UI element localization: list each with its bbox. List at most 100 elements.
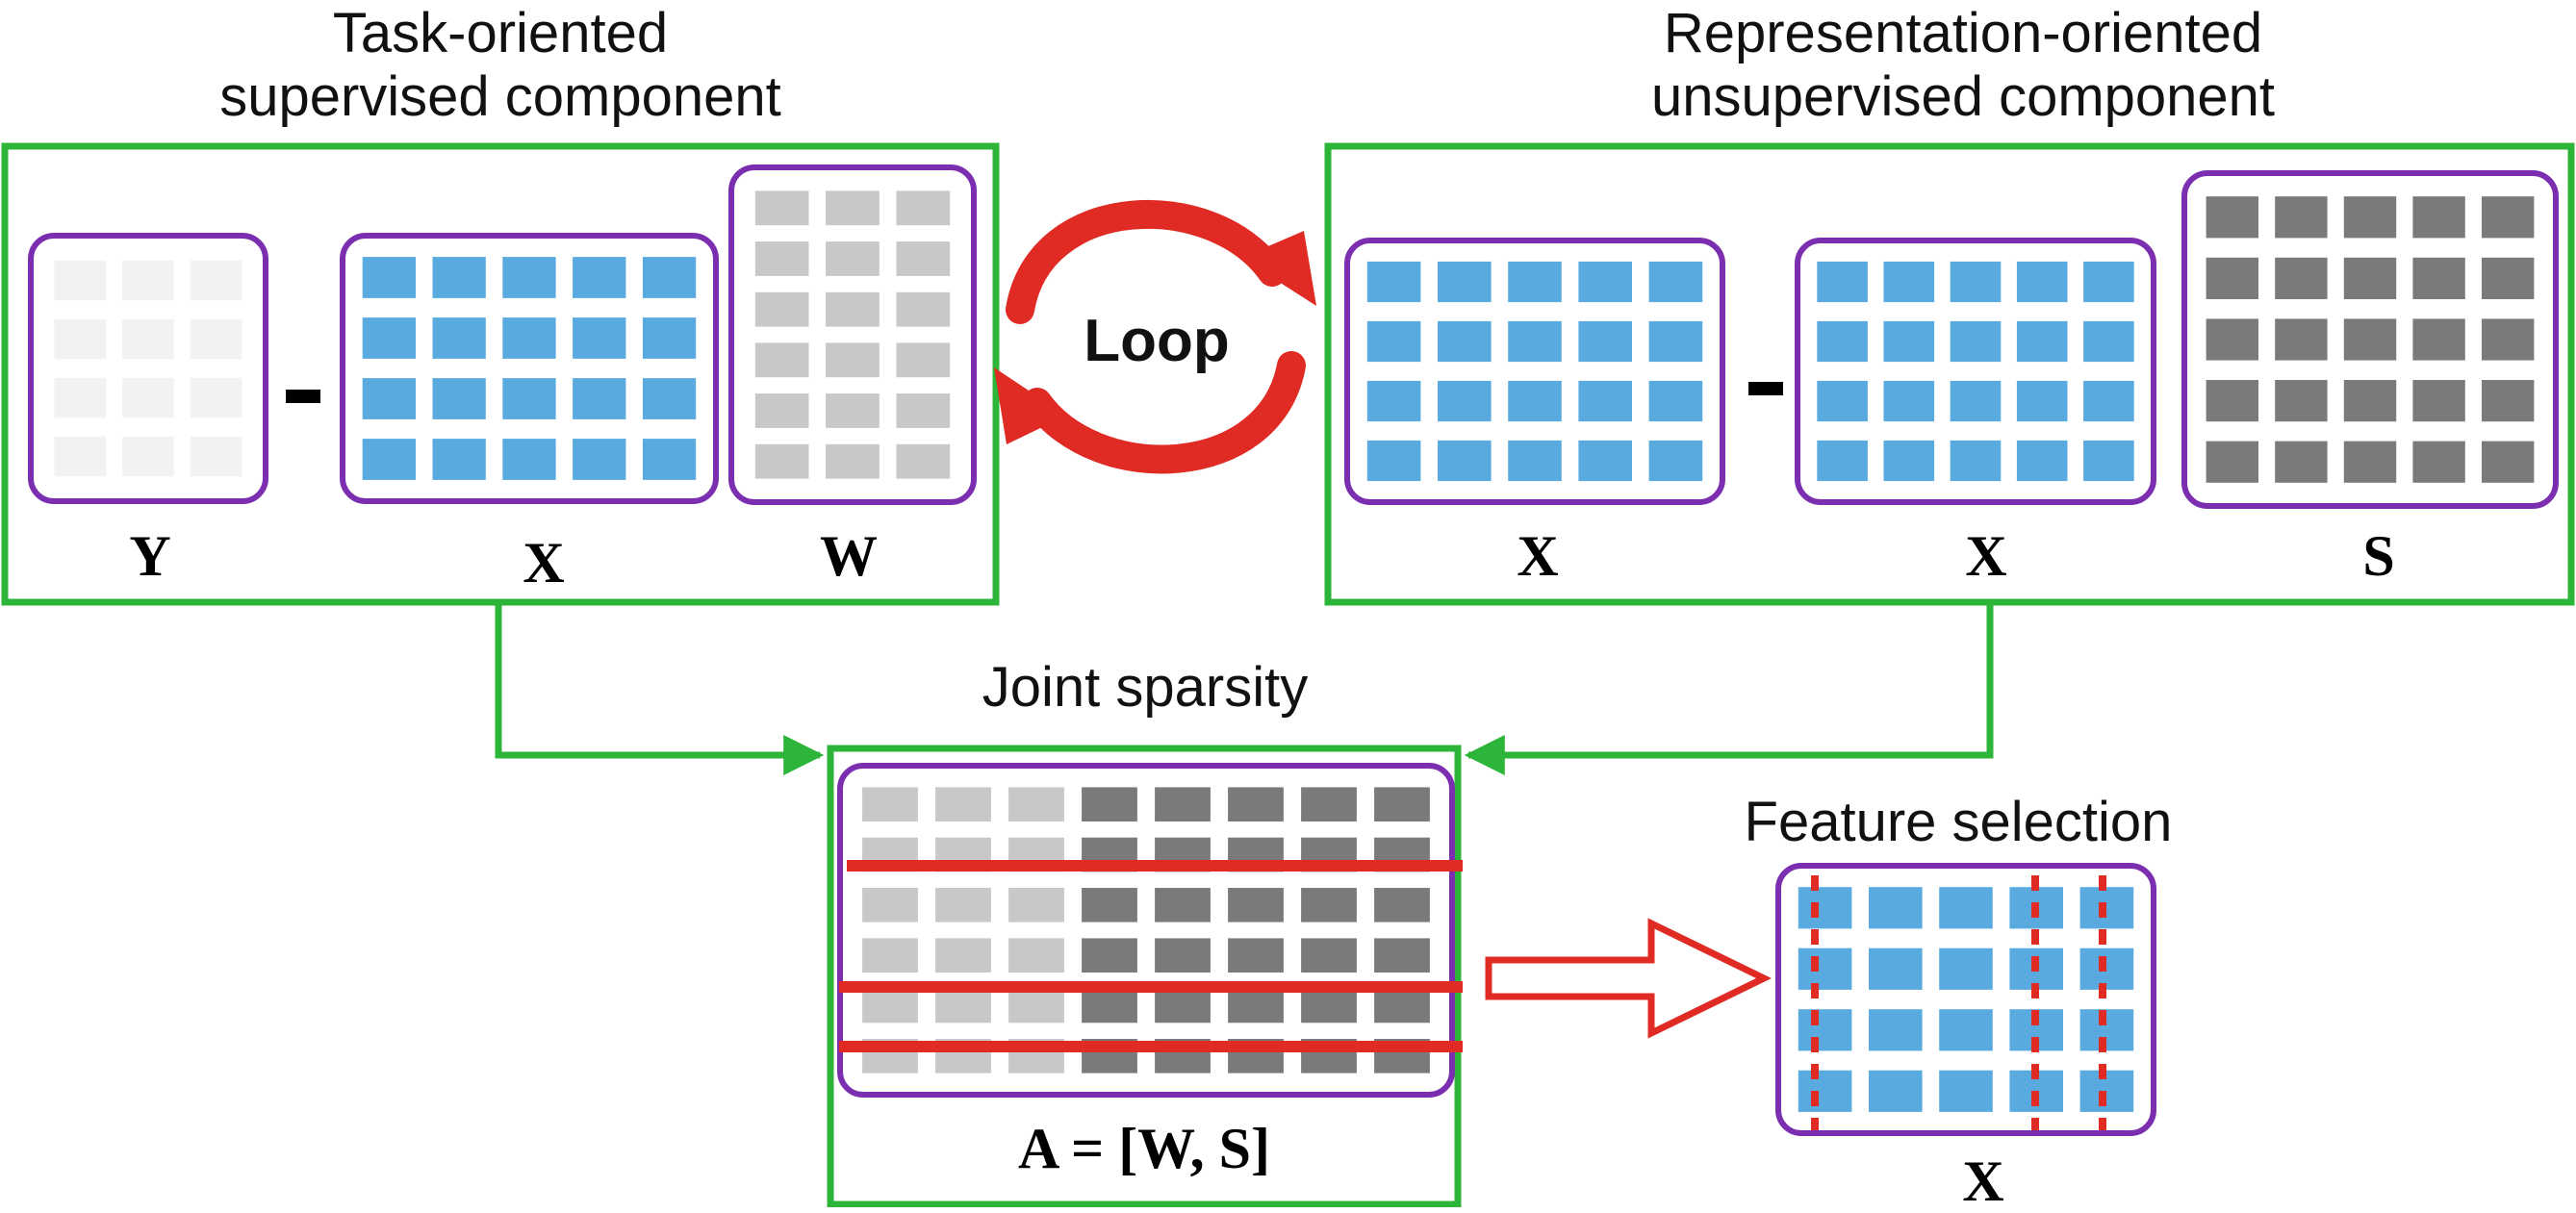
matrix-cell (2482, 380, 2535, 422)
matrix-cell (935, 888, 991, 922)
matrix-cell (1939, 1070, 1993, 1112)
matrix-cell (1648, 440, 1703, 482)
matrix-cell (2343, 441, 2397, 483)
matrix-cell (2016, 380, 2068, 422)
matrix-cell (1366, 440, 1421, 482)
matrix-cell (432, 317, 486, 359)
matrix-cell (1883, 261, 1935, 303)
matrix-cell (1082, 787, 1137, 821)
matrix-cell (754, 443, 809, 479)
matrix-cell (190, 377, 242, 418)
matrix-cell (1301, 938, 1357, 973)
matrix-cell (1950, 261, 2002, 303)
matrix-cell (896, 342, 951, 378)
matrix-cell (1301, 988, 1357, 1023)
matrix-cell (54, 436, 107, 477)
matrix-cell (573, 317, 626, 359)
matrix-cell (2482, 318, 2535, 361)
matrix-cell (1648, 261, 1703, 303)
matrix-cell (1950, 320, 2002, 363)
matrix-cell (1366, 261, 1421, 303)
matrix-x-unsupervised-left (1344, 238, 1725, 505)
matrix-a (837, 763, 1455, 1098)
matrix-cell (1817, 320, 1868, 363)
matrix-cell (432, 257, 486, 298)
matrix-cell (573, 378, 626, 419)
matrix-cell (826, 342, 880, 378)
matrix-cell (1817, 261, 1868, 303)
matrix-cell (2016, 261, 2068, 303)
matrix-cell (2016, 320, 2068, 363)
matrix-cell (862, 938, 918, 973)
matrix-cell (1508, 440, 1562, 482)
matrix-x-supervised (340, 233, 719, 504)
matrix-cell (2206, 441, 2258, 483)
matrix-cell (2079, 1070, 2134, 1112)
matrix-cell (862, 888, 918, 922)
matrix-cell (1798, 948, 1852, 990)
matrix-cell (573, 439, 626, 480)
matrix-cell (54, 377, 107, 418)
matrix-cell (432, 439, 486, 480)
matrix-label-x: X (1965, 524, 2007, 588)
matrix-cell (1008, 787, 1064, 821)
matrix-cell (2412, 380, 2465, 422)
matrix-cell (1869, 948, 1923, 990)
matrix-cell (2083, 320, 2134, 363)
joint-sparsity-frame (827, 745, 1462, 1207)
minus-sign (1748, 382, 1783, 395)
matrix-cell (54, 318, 107, 360)
matrix-cell (362, 439, 416, 480)
matrix-cell (1155, 938, 1211, 973)
supervised-caption-line: supervised component (219, 65, 781, 128)
matrix-label-x: X (1517, 524, 1559, 588)
matrix-cell (2343, 380, 2397, 422)
matrix-cell (1939, 887, 1993, 929)
matrix-s (2181, 170, 2559, 509)
matrix-cell (2412, 257, 2465, 299)
matrix-cell (896, 291, 951, 327)
matrix-cell (754, 190, 809, 226)
matrix-cell (896, 443, 951, 479)
hollow-right-arrow-icon (1485, 918, 1772, 1039)
matrix-cell (896, 241, 951, 276)
matrix-cell (573, 257, 626, 298)
matrix-cell (2083, 380, 2134, 422)
matrix-cell (2482, 257, 2535, 299)
matrix-cell (1939, 1009, 1993, 1051)
matrix-cell (1438, 261, 1492, 303)
matrix-cell (896, 393, 951, 428)
matrix-cell (2412, 441, 2465, 483)
matrix-border (28, 233, 268, 504)
matrix-cell (1798, 1070, 1852, 1112)
matrix-cell (826, 241, 880, 276)
matrix-cell (2083, 440, 2134, 482)
matrix-cell (2482, 441, 2535, 483)
matrix-cell (122, 260, 174, 301)
matrix-cell (1578, 440, 1632, 482)
matrix-cell (362, 317, 416, 359)
matrix-cell (935, 938, 991, 973)
matrix-cell (935, 787, 991, 821)
matrix-cell (754, 291, 809, 327)
matrix-cell (1883, 320, 1935, 363)
matrix-cell (1438, 380, 1492, 422)
matrix-x-selected (1775, 863, 2156, 1136)
feature-selection-caption: Feature selection (1744, 791, 2173, 853)
matrix-cell (190, 318, 242, 360)
matrix-cell (2079, 1009, 2134, 1051)
matrix-border (340, 233, 719, 504)
matrix-cell (826, 190, 880, 226)
matrix-cell (1228, 988, 1284, 1023)
matrix-cell (2079, 948, 2134, 990)
matrix-cell (642, 257, 697, 298)
matrix-cell (1508, 320, 1562, 363)
matrix-cell (1508, 261, 1562, 303)
matrix-cell (1883, 440, 1935, 482)
matrix-cell (1366, 380, 1421, 422)
matrix-cell (862, 787, 918, 821)
matrix-border (1344, 238, 1725, 505)
matrix-cell (1648, 320, 1703, 363)
matrix-cell (2412, 196, 2465, 239)
